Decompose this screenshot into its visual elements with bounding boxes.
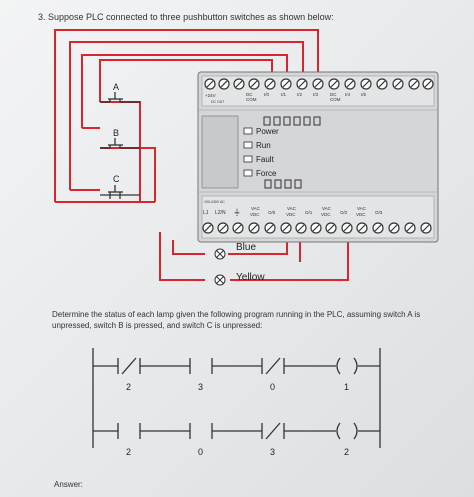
plc-input-5: I/5 (361, 92, 367, 97)
plc-com2-label: COM (330, 97, 341, 102)
plc-out-vdc-0: VDC (250, 212, 260, 217)
rung1-addr-4: 1 (344, 382, 349, 392)
lamp-label-yellow: Yellow (236, 272, 265, 283)
switch-a-icon (100, 92, 140, 103)
plc-out-vdc-2: VDC (321, 212, 331, 217)
plc-input-3: I/3 (313, 92, 319, 97)
status-led-boxes (243, 127, 253, 177)
switch-label-c: C (113, 174, 120, 184)
led-fault-label: Fault (256, 155, 275, 164)
lamp-label-blue: Blue (236, 242, 256, 253)
plc-out-o1: O/1 (305, 210, 313, 215)
led-power-label: Power (256, 127, 279, 136)
rung2-addr-3: 3 (270, 447, 275, 457)
plc-out-o2: O/2 (340, 210, 348, 215)
rung1-addr-2: 3 (198, 382, 203, 392)
input-status-indicators (263, 116, 321, 126)
plc-input-0: I/0 (264, 92, 270, 97)
plc-out-vac-0: VAC (251, 206, 261, 211)
plc-out-o0: O/0 (268, 210, 276, 215)
switch-label-a: A (113, 82, 119, 92)
rung1-addr-3: 0 (270, 382, 275, 392)
ground-icon: ⏚ (233, 208, 241, 217)
plc-out-vac-2: VAC (322, 206, 332, 211)
switch-label-b: B (113, 128, 119, 138)
switch-b-icon (100, 138, 140, 149)
rung2-addr-4: 2 (344, 447, 349, 457)
plc-supply-label: +24V (205, 93, 216, 98)
plc-com-label: COM (246, 97, 257, 102)
plc-out-vdc-3: VDC (356, 212, 366, 217)
yellow-lamp-icon (214, 274, 226, 286)
question-text: 3. Suppose PLC connected to three pushbu… (38, 12, 334, 22)
plc-out-vac-1: VAC (287, 206, 297, 211)
ladder-diagram: 2 3 0 1 2 0 3 2 (92, 348, 381, 457)
plc-out-o3: O/3 (375, 210, 383, 215)
wiring-diagram: A B C +24V (54, 29, 439, 286)
plc-ac-supply-label: 100-240V AC (204, 200, 225, 204)
answer-label: Answer: (54, 480, 83, 489)
rung1-addr-1: 2 (126, 382, 131, 392)
plc-dc-out-label: DC OUT (211, 100, 225, 104)
plc-l1-label: L1 (203, 210, 209, 216)
rung-2 (93, 422, 380, 440)
plc-out-vac-3: VAC (357, 206, 367, 211)
led-force-label: Force (256, 169, 277, 178)
plc-l2n-label: L2/N (215, 210, 226, 216)
rung2-addr-1: 2 (126, 447, 131, 457)
plc-input-2: I/2 (297, 92, 303, 97)
output-status-indicators (264, 179, 302, 189)
plc-dc-label: DC (246, 92, 253, 97)
problem-statement: Determine the status of each lamp given … (52, 310, 421, 330)
rung2-addr-2: 0 (198, 447, 203, 457)
rung-1 (93, 357, 380, 375)
led-run-label: Run (256, 141, 271, 150)
plc-input-4: I/4 (345, 92, 351, 97)
plc-dc2-label: DC (330, 92, 337, 97)
plc-out-vdc-1: VDC (286, 212, 296, 217)
switch-c-icon (100, 185, 140, 199)
plc-input-1: I/1 (281, 92, 287, 97)
blue-lamp-icon (214, 248, 226, 260)
